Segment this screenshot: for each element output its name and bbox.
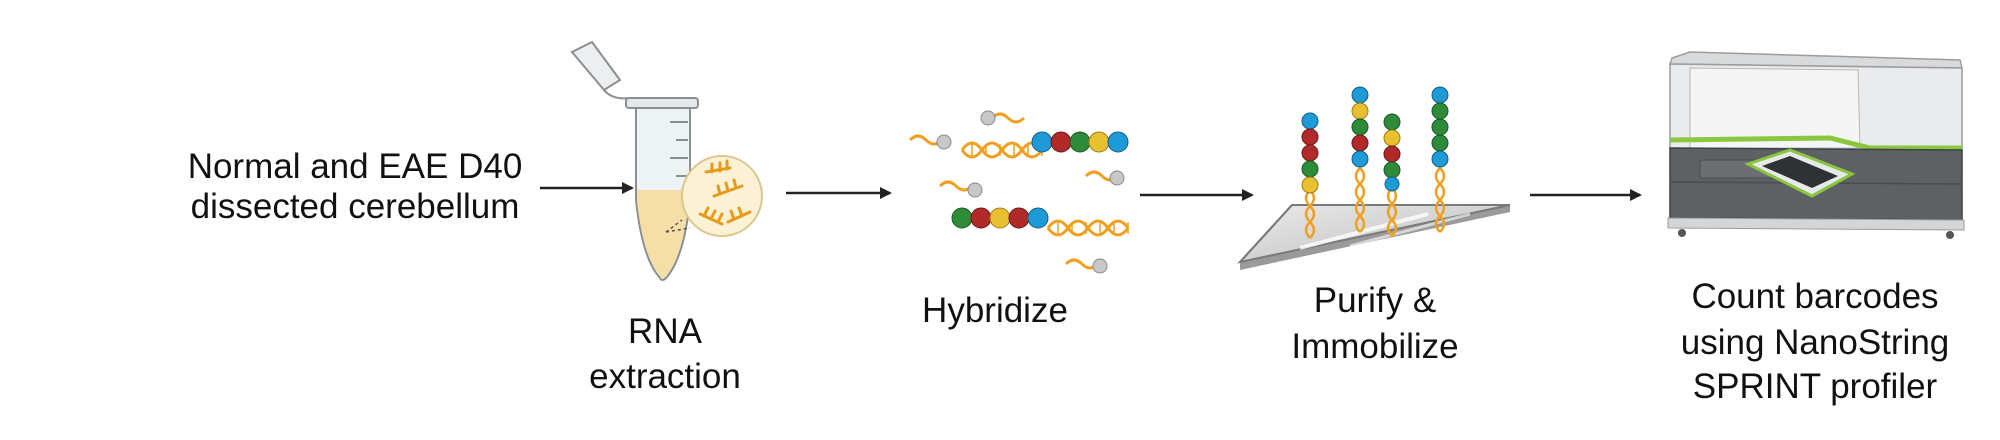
step-2-label-line1: RNA <box>628 312 703 351</box>
step-4-label-line1: Purify & <box>1314 281 1437 320</box>
step-1-label-line2: dissected cerebellum <box>191 187 520 226</box>
probe-hybridization-icon <box>908 110 1130 274</box>
microcentrifuge-tube-icon <box>570 40 763 281</box>
immobilized-probes-slide-icon <box>1237 86 1511 270</box>
step-3-label-line1: Hybridize <box>922 291 1068 330</box>
step-5-label-line3: SPRINT profiler <box>1693 367 1938 406</box>
step-4-label-line2: Immobilize <box>1291 327 1458 366</box>
step-2-label-line2: extraction <box>589 357 741 396</box>
step-5-label-line1: Count barcodes <box>1691 277 1938 316</box>
step-5-label-line2: using NanoString <box>1681 323 1950 362</box>
step-1-label-line1: Normal and EAE D40 <box>188 147 523 186</box>
nanostring-profiler-icon <box>1667 51 1965 239</box>
